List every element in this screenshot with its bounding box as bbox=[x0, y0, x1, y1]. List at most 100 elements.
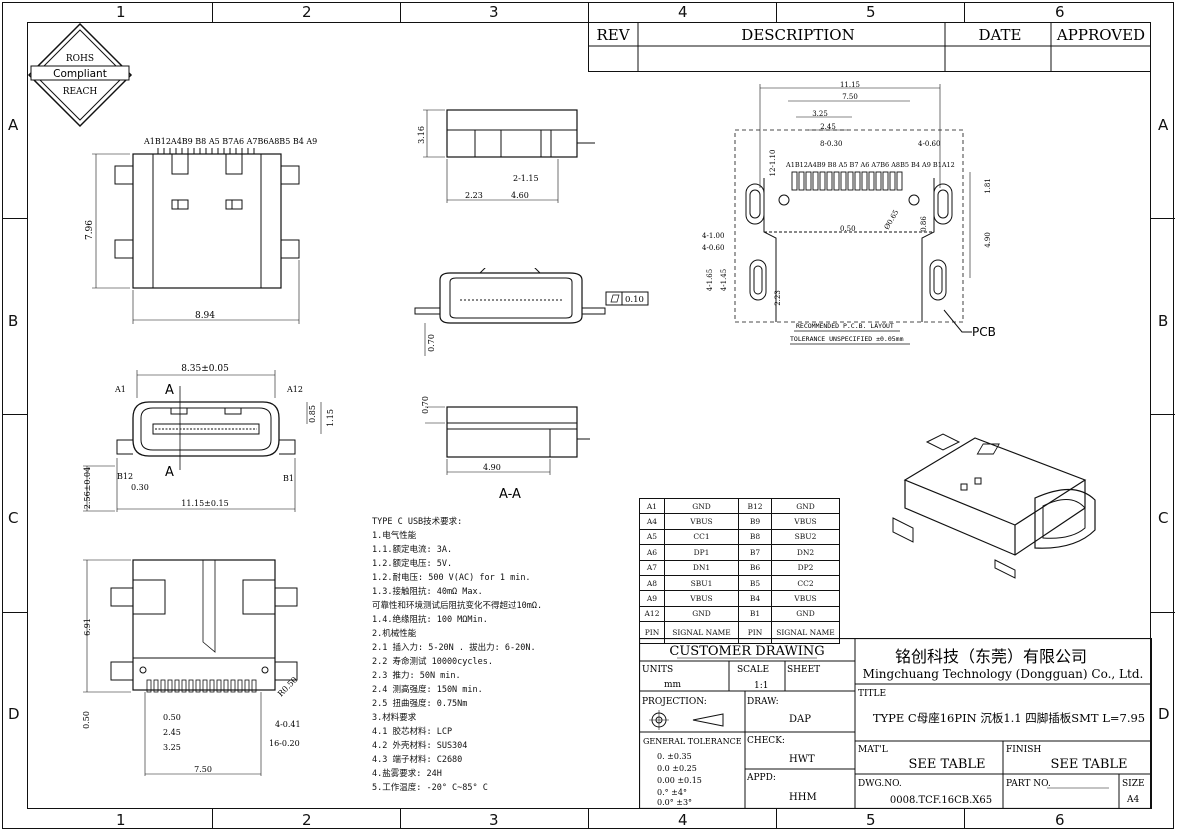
bottom-dim-050: 0.50 bbox=[163, 713, 181, 722]
units-value: mm bbox=[664, 680, 682, 690]
pcb-title2: TOLERANCE UNSPECIFIED ±0.05mm bbox=[790, 335, 904, 343]
signal-cell: CC2 bbox=[771, 574, 840, 592]
signal-cell: VBUS bbox=[771, 590, 840, 607]
zone-col-1: 1 bbox=[116, 3, 126, 21]
signal-cell: DN1 bbox=[664, 559, 739, 576]
spec-line: 2.4 测高强度: 150N min. bbox=[372, 685, 483, 695]
top-dim-height: 7.96 bbox=[85, 220, 95, 240]
zone-row-d-right: D bbox=[1158, 705, 1170, 723]
scale-label: SCALE bbox=[737, 665, 769, 675]
tol-line: 0.00 ±0.15 bbox=[657, 776, 702, 785]
label-a1: A1 bbox=[114, 385, 126, 394]
spec-line: 2.机械性能 bbox=[372, 629, 417, 639]
company-name-cn: 铭创科技（东莞）有限公司 bbox=[895, 647, 1087, 666]
pcb-dim-460: 4-0.60 bbox=[918, 140, 940, 148]
signal-cell: GND bbox=[664, 605, 739, 623]
title-label: TITLE bbox=[858, 689, 886, 699]
mouth-dim-1115: 11.15±0.15 bbox=[181, 499, 228, 508]
pcb-edge-label: PCB EDGE bbox=[972, 325, 1000, 339]
tol-line: 0.0 ±0.25 bbox=[657, 764, 697, 773]
signal-cell: DP2 bbox=[771, 559, 840, 576]
pin-cell: A8 bbox=[639, 574, 665, 592]
zone-tick bbox=[2, 414, 27, 415]
pin-cell: A6 bbox=[639, 544, 665, 561]
zone-tick bbox=[400, 809, 401, 829]
matl-value: SEE TABLE bbox=[908, 757, 985, 772]
title-value: TYPE C母座16PIN 沉板1.1 四脚插板SMT L=7.95 bbox=[873, 711, 1145, 725]
pin-cell: B7 bbox=[738, 544, 772, 561]
front-dim-070: 0.70 bbox=[427, 334, 436, 352]
bottom-dim-750: 7.50 bbox=[194, 765, 212, 774]
tol-line: 0. ±0.35 bbox=[657, 752, 692, 761]
bottom-dim-691: 6.91 bbox=[83, 618, 92, 636]
mouth-dim-256: 2.56±0.04 bbox=[83, 467, 92, 509]
check-label: CHECK: bbox=[747, 736, 785, 746]
size-label: SIZE bbox=[1122, 779, 1145, 789]
rohs-line1: ROHS bbox=[66, 54, 94, 64]
zone-col-1-bottom: 1 bbox=[116, 811, 126, 829]
section-mark-bottom: A bbox=[165, 465, 174, 480]
mouth-dim-115: 1.15 bbox=[326, 409, 335, 427]
zone-col-2: 2 bbox=[302, 3, 312, 21]
pcb-dim-4100: 4-1.00 bbox=[702, 232, 724, 240]
pcb-title1: RECOMMENDED P.C.B. LAYOUT bbox=[796, 322, 894, 330]
appd-label: APPD: bbox=[746, 773, 776, 783]
section-label: A-A bbox=[499, 487, 521, 502]
signal-cell: GND bbox=[771, 497, 840, 515]
pcb-dim-145: 4-1.45 bbox=[720, 269, 728, 291]
dwg-value: 0008.TCF.16CB.X65 bbox=[890, 795, 992, 806]
spec-line: 1.3.接触阻抗: 40mΩ Max. bbox=[372, 587, 483, 597]
pcb-dim-1115: 11.15 bbox=[840, 81, 860, 89]
spec-line: TYPE C USB技术要求: bbox=[372, 517, 463, 527]
zone-col-5-bottom: 5 bbox=[866, 811, 876, 829]
pcb-dim-181: 1.81 bbox=[984, 178, 992, 194]
zone-tick bbox=[212, 2, 213, 22]
zone-col-4-bottom: 4 bbox=[678, 811, 688, 829]
front-view: 0.10 0.70 bbox=[414, 268, 649, 356]
signal-cell: VBUS bbox=[771, 513, 840, 530]
zone-col-3-bottom: 3 bbox=[489, 811, 499, 829]
bottom-dim-325: 3.25 bbox=[163, 743, 181, 752]
pin-cell: B12 bbox=[738, 497, 772, 515]
signal-cell: VBUS bbox=[664, 590, 739, 607]
approved-header: APPROVED bbox=[1056, 26, 1145, 44]
size-value: A4 bbox=[1126, 795, 1139, 805]
pcb-dim-750: 7.50 bbox=[842, 93, 858, 101]
spec-line: 1.2.耐电压: 500 V(AC) for 1 min. bbox=[372, 573, 531, 583]
section-view: 0.70 4.90 A-A bbox=[421, 396, 590, 502]
mouth-view: 8.35±0.05 A1 A12 A A 0.85 1.15 B12 B1 2.… bbox=[83, 364, 335, 512]
flatness-value: 0.10 bbox=[625, 295, 644, 305]
section-mark-top: A bbox=[165, 383, 174, 398]
dwg-label: DWG.NO. bbox=[858, 779, 902, 789]
date-header: DATE bbox=[979, 26, 1022, 44]
zone-row-b: B bbox=[8, 312, 19, 330]
zone-row-c-right: C bbox=[1158, 509, 1169, 527]
side-dim-223: 2.23 bbox=[465, 191, 483, 200]
pin-cell: A9 bbox=[639, 590, 665, 607]
zone-tick bbox=[1151, 218, 1175, 219]
zone-col-4: 4 bbox=[678, 3, 688, 21]
pcb-dim-4060: 4-0.60 bbox=[702, 244, 724, 252]
mouth-dim-835: 8.35±0.05 bbox=[181, 364, 229, 374]
top-pin-header: A1B12A4B9 B8 A5 B7A6 A7B6A8B5 B4 A9 B1A1… bbox=[143, 137, 320, 146]
section-dim-490: 4.90 bbox=[483, 463, 501, 472]
zone-col-6-bottom: 6 bbox=[1055, 811, 1065, 829]
title-block: CUSTOMER DRAWING UNITS mm SCALE 1:1 SHEE… bbox=[639, 638, 1152, 809]
zone-tick bbox=[2, 218, 27, 219]
pcb-layout-view: 11.15 7.50 3.25 2.45 8-0.30 4-0.60 12-1.… bbox=[702, 81, 1000, 345]
spec-line: 2.2 寿命测试 10000cycles. bbox=[372, 657, 493, 667]
signal-cell: GND bbox=[771, 605, 840, 623]
spec-line: 2.3 推力: 50N min. bbox=[372, 671, 461, 681]
pin-cell: A12 bbox=[639, 605, 665, 623]
pin-cell: B6 bbox=[738, 559, 772, 576]
matl-label: MAT'L bbox=[858, 745, 888, 755]
signal-cell: SBU1 bbox=[664, 574, 739, 592]
part-label: PART NO. bbox=[1006, 779, 1051, 789]
zone-tick bbox=[1151, 612, 1175, 613]
pcb-dim-800: 8-0.30 bbox=[820, 140, 842, 148]
rohs-line2: Compliant bbox=[53, 68, 107, 80]
